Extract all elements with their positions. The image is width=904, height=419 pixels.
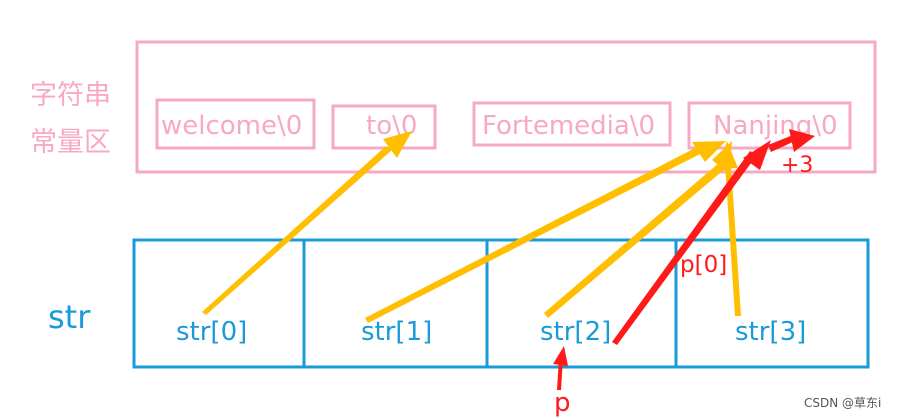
- arrow-offset: [768, 135, 795, 152]
- arrow-head: [743, 140, 771, 170]
- array-cell-2: str[2]: [540, 317, 611, 347]
- string-box-fortemedia: [472, 101, 672, 147]
- constant-area-label-line2: 常量区: [30, 127, 111, 158]
- string-fortemedia: Fortemedia\0: [482, 111, 655, 141]
- constant-area-label-line1: 字符串: [30, 80, 111, 111]
- array-cell-0: str[0]: [176, 317, 247, 347]
- arrow-p-str2: [557, 358, 563, 390]
- string-nanjing: Nanjing\0: [713, 111, 838, 141]
- string-to: to\0: [366, 111, 417, 141]
- arrow-head: [692, 141, 726, 162]
- arrow-str0-to: [202, 146, 392, 315]
- arrow-str2-nanjing: [544, 162, 726, 318]
- pointer-name: p: [554, 388, 571, 418]
- arrow-p0-nanjing: [612, 151, 757, 345]
- arrow-head: [553, 346, 568, 366]
- watermark: CSDN @草东i: [804, 396, 881, 410]
- arrow-head: [383, 131, 412, 158]
- string-welcome: welcome\0: [161, 111, 302, 141]
- pointer-offset-label: +3: [781, 153, 813, 178]
- pointer-deref-label: p[0]: [680, 252, 727, 278]
- array-str: [132, 238, 870, 369]
- array-cell-1: str[1]: [361, 317, 432, 347]
- array-name: str: [48, 298, 91, 336]
- string-box-welcome: [155, 98, 316, 150]
- arrow-head: [789, 129, 815, 152]
- arrow-str1-nanjing: [365, 146, 704, 323]
- arrow-head: [718, 141, 738, 168]
- array-cell-3: str[3]: [735, 317, 806, 347]
- arrow-str3-nanjing: [725, 164, 741, 316]
- string-constant-area: [135, 40, 877, 174]
